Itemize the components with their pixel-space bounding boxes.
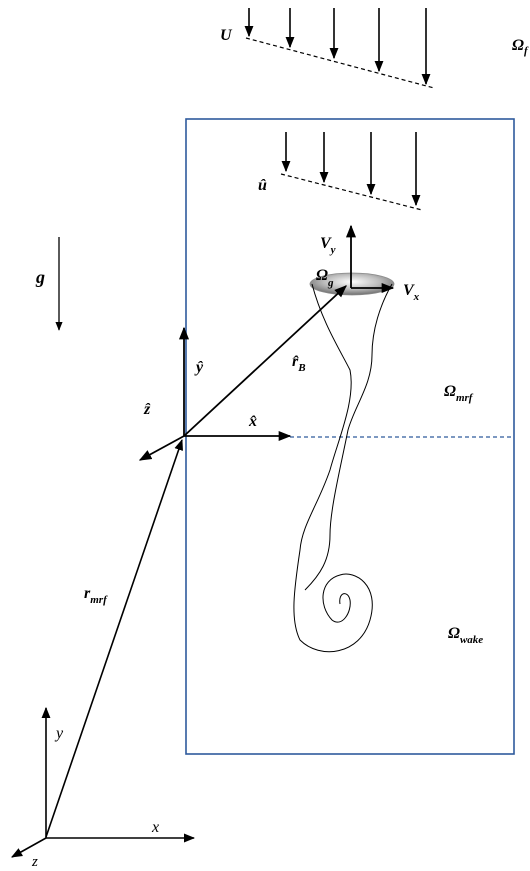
- label-U: U: [220, 27, 233, 44]
- local-velocity-profile: [280, 132, 423, 211]
- label-rB-hat: r̂B: [292, 353, 306, 374]
- label-global-y: y: [54, 725, 64, 742]
- global-axes: [11, 706, 196, 858]
- freestream-profile-line: [245, 37, 435, 89]
- axis-z-hat: [138, 435, 185, 461]
- label-omega-wake: Ωwake: [448, 625, 483, 646]
- label-r-mrf: rmrf: [84, 585, 108, 606]
- label-y-hat: ŷ: [194, 359, 204, 376]
- label-z-hat: ẑ: [143, 401, 151, 418]
- mrf-local-axes: [138, 285, 347, 461]
- label-omega-far: Ωf: [512, 37, 529, 57]
- wake-filament: [293, 283, 393, 653]
- label-x-hat: x̂: [248, 413, 257, 430]
- label-u-hat: û: [258, 177, 267, 194]
- axis-global-z: [11, 837, 47, 858]
- label-g: g: [35, 267, 45, 287]
- local-profile-line: [280, 173, 423, 211]
- vector-rB-hat: [183, 285, 347, 437]
- label-omega-g: Ωg: [316, 267, 334, 289]
- label-vy: Vy: [320, 235, 336, 256]
- freestream-profile: [244, 8, 435, 89]
- label-global-x: x: [151, 819, 159, 836]
- label-omega-mrf: Ωmrf: [444, 383, 474, 404]
- vector-r-mrf: [45, 438, 183, 838]
- label-vx: Vx: [403, 282, 420, 303]
- label-global-z: z: [31, 854, 38, 870]
